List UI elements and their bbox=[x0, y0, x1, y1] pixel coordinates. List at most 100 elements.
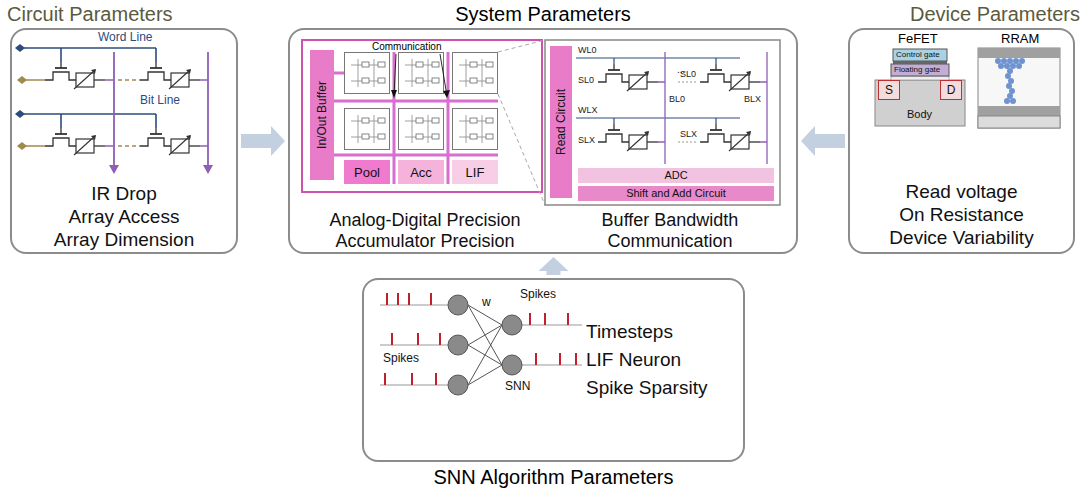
snn-network bbox=[502, 315, 522, 335]
fefet-device bbox=[893, 49, 947, 61]
chip-floorplan bbox=[453, 109, 498, 150]
layer-name: Floating gate bbox=[894, 66, 940, 75]
device-name: FeFET bbox=[898, 32, 938, 46]
block-label: LIF bbox=[466, 166, 485, 179]
block-label: In/Out Buffer bbox=[316, 81, 328, 149]
flow-arrow bbox=[801, 126, 845, 156]
flow-arrow bbox=[241, 126, 285, 156]
signal-name: SLX bbox=[680, 130, 697, 140]
adc-block: ADC bbox=[578, 168, 774, 183]
signal-name: BL0 bbox=[669, 95, 685, 105]
arrow-shaft bbox=[241, 134, 271, 148]
rram-device bbox=[1001, 58, 1007, 64]
chip-floorplan bbox=[391, 90, 450, 98]
fefet-device bbox=[893, 61, 947, 64]
rram-device bbox=[1004, 98, 1010, 104]
rram-device bbox=[1007, 58, 1013, 64]
signal-name: SLX bbox=[578, 136, 595, 146]
rram-device bbox=[1016, 63, 1022, 69]
rram-device bbox=[1019, 58, 1025, 64]
weight-label: w bbox=[482, 296, 491, 309]
block-label: Acc bbox=[410, 166, 432, 179]
snn-network bbox=[380, 305, 582, 385]
chip-floorplan bbox=[302, 40, 542, 192]
block-label: ADC bbox=[664, 170, 687, 181]
crossbar-circuit bbox=[15, 44, 213, 174]
snn-network bbox=[380, 293, 582, 395]
crossbar-circuit bbox=[20, 48, 156, 62]
arrow-head bbox=[271, 126, 285, 156]
snn-network bbox=[385, 293, 576, 385]
array-detail bbox=[545, 40, 780, 205]
snn-network bbox=[448, 295, 468, 315]
crossbar-circuit bbox=[22, 80, 45, 146]
block-label: S bbox=[885, 84, 893, 96]
fefet-device bbox=[875, 49, 965, 126]
snn-network bbox=[448, 375, 468, 395]
rram-device bbox=[1010, 63, 1016, 69]
rram-device bbox=[1010, 98, 1016, 104]
parameter-panel: SDDevice ParametersRead voltage On Resis… bbox=[848, 28, 1075, 254]
parameter-list: IR Drop Array Access Array Dimension bbox=[12, 182, 236, 251]
panel-heading: SNN Algorithm Parameters bbox=[364, 466, 743, 488]
crossbar-circuit bbox=[17, 76, 27, 84]
crossbar-circuit bbox=[15, 110, 25, 118]
signal-name: WL0 bbox=[578, 46, 597, 56]
snn-network bbox=[448, 335, 468, 355]
array-detail bbox=[700, 124, 760, 151]
arrow-head bbox=[801, 126, 815, 156]
parameter-panel: In/Out BufferPoolAccLIFRead CircuitADCSh… bbox=[288, 28, 798, 254]
rram-device bbox=[1007, 93, 1013, 99]
annotation-label: Communication bbox=[372, 41, 441, 52]
snn-network bbox=[468, 305, 502, 385]
parameter-list: Buffer Bandwidth Communication bbox=[552, 210, 788, 252]
array-detail bbox=[598, 124, 658, 151]
panel-heading: Circuit Parameters bbox=[7, 3, 173, 26]
accumulator-block: Acc bbox=[398, 160, 444, 184]
panel-heading: System Parameters bbox=[290, 3, 796, 26]
buffer-block: In/Out Buffer bbox=[310, 50, 334, 180]
crossbar-circuit bbox=[118, 80, 140, 146]
annotation-label: Spikes bbox=[520, 288, 556, 301]
crossbar-circuit bbox=[45, 62, 105, 89]
array-detail bbox=[598, 64, 658, 91]
snn-network bbox=[502, 355, 522, 375]
rram-device bbox=[995, 58, 1025, 104]
crossbar-circuit bbox=[15, 44, 25, 52]
crossbar-circuit bbox=[20, 114, 156, 128]
drain-terminal: D bbox=[940, 80, 962, 100]
source-terminal: S bbox=[878, 80, 900, 100]
flow-arrow bbox=[539, 257, 569, 275]
rram-device bbox=[1005, 73, 1011, 79]
block-label: Pool bbox=[354, 166, 380, 179]
chip-floorplan bbox=[399, 109, 444, 150]
parameter-list: Timesteps LIF Neuron Spike Sparsity bbox=[586, 318, 744, 402]
arrow-shaft bbox=[815, 134, 845, 148]
signal-name: Word Line bbox=[98, 31, 152, 44]
chip-floorplan bbox=[345, 53, 390, 94]
rram-device bbox=[995, 58, 1001, 64]
annotation-label: SNN bbox=[505, 380, 530, 393]
signal-name: SL0 bbox=[578, 76, 594, 86]
parameter-list: Read voltage On Resistance Device Variab… bbox=[850, 180, 1073, 249]
parameter-panel: Circuit ParametersIR Drop Array Access A… bbox=[10, 28, 238, 254]
panel-heading: Device Parameters bbox=[910, 3, 1080, 26]
chip-floorplan bbox=[453, 53, 498, 94]
rram-device bbox=[978, 48, 1060, 58]
signal-name: SL0 bbox=[680, 70, 696, 80]
chip-floorplan bbox=[394, 54, 447, 96]
lif-block: LIF bbox=[452, 160, 498, 184]
crossbar-circuit bbox=[140, 62, 200, 89]
block-label: D bbox=[947, 84, 956, 96]
rram-device bbox=[978, 116, 1060, 128]
read-circuit-block: Read Circuit bbox=[550, 46, 572, 198]
crossbar-circuit bbox=[114, 52, 208, 168]
arrow-head bbox=[539, 257, 569, 271]
fefet-device bbox=[875, 80, 965, 126]
block-label: Read Circuit bbox=[555, 89, 567, 155]
signal-name: WLX bbox=[578, 106, 598, 116]
arrow-shaft bbox=[547, 271, 561, 275]
crossbar-circuit bbox=[45, 128, 105, 155]
layer-name: Body bbox=[907, 108, 932, 120]
